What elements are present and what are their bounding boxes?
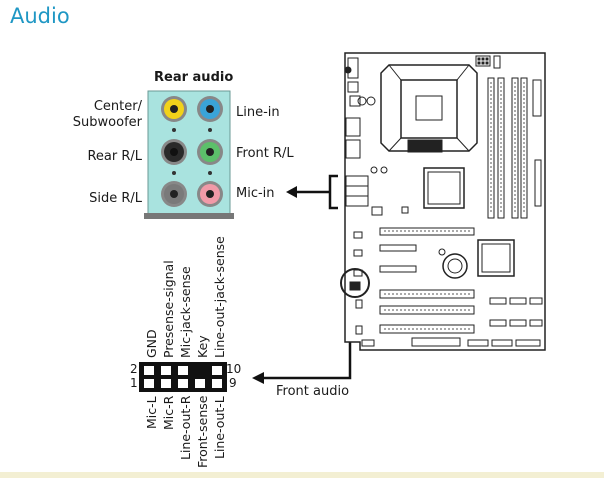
rear-audio-title: Rear audio: [154, 70, 234, 85]
pin-number-10: 10: [226, 362, 242, 376]
jack-center-subwoofer: [161, 96, 187, 122]
panel-dot: [208, 171, 212, 175]
jack-rear-rl: [161, 139, 187, 165]
label-line-in: Line-in: [236, 105, 280, 120]
rear-panel-base: [144, 213, 234, 219]
jack-side-rl: [161, 181, 187, 207]
motherboard: [340, 52, 546, 351]
jack-line-in: [197, 96, 223, 122]
front-audio-arrow: [252, 290, 352, 384]
label-mic-in: Mic-in: [236, 186, 275, 201]
dimm-slots: [487, 77, 528, 219]
footer-bar: [0, 472, 604, 478]
label-center-line1: Center/: [93, 99, 142, 114]
pin-number-9: 9: [229, 376, 237, 390]
front-audio-header: [139, 362, 227, 392]
northbridge-chip: [423, 167, 465, 209]
jack-front-rl: [197, 139, 223, 165]
label-center-subwoofer: Center/ Subwoofer: [70, 99, 142, 131]
label-front-audio: Front audio: [276, 384, 350, 399]
label-rear-rl: Rear R/L: [87, 149, 142, 164]
rear-audio-panel: [144, 90, 234, 219]
cmos-battery: [442, 253, 468, 279]
expansion-slots: [379, 227, 475, 334]
rear-audio-arrow: [286, 174, 338, 210]
label-center-line2: Subwoofer: [72, 115, 142, 130]
panel-dot: [172, 171, 176, 175]
panel-dot: [208, 128, 212, 132]
label-front-rl: Front R/L: [236, 146, 294, 161]
cpu-socket: [380, 64, 478, 153]
pin-number-2: 2: [130, 362, 138, 376]
jack-mic-in: [197, 181, 223, 207]
board-front-audio-header: [349, 281, 361, 291]
panel-dot: [172, 128, 176, 132]
page-title: Audio: [10, 4, 70, 28]
southbridge-chip: [477, 239, 515, 277]
pin-number-1: 1: [130, 376, 138, 390]
front-audio-highlight-circle: [340, 268, 370, 298]
label-side-rl: Side R/L: [89, 191, 142, 206]
rear-audio-connector: [345, 175, 369, 207]
